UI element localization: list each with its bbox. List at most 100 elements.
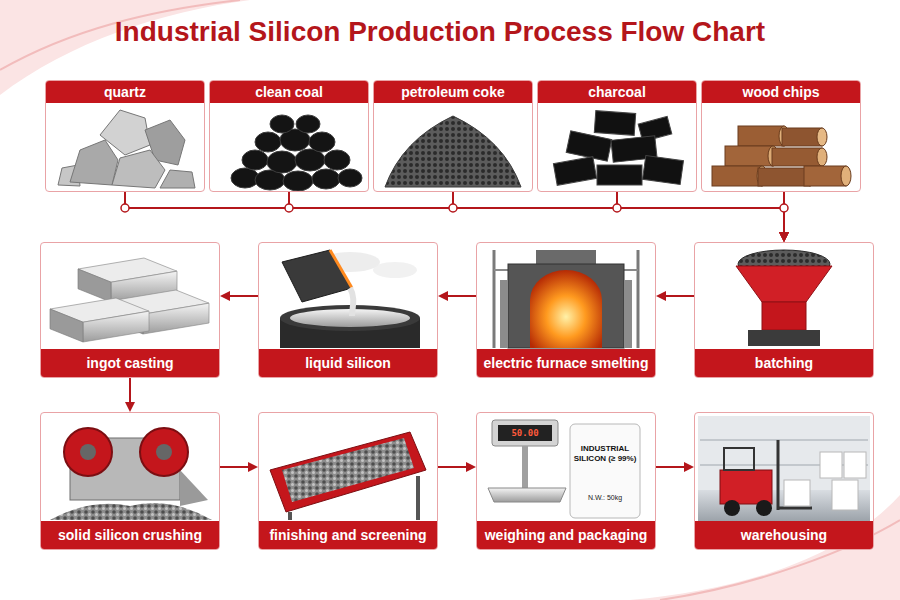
scale-picture xyxy=(488,420,640,518)
flow-arrow xyxy=(438,291,476,301)
arrow-head xyxy=(125,402,135,412)
flow-line xyxy=(664,295,694,297)
process-card: ingot casting xyxy=(40,242,220,378)
label-band: solid silicon crushing xyxy=(41,521,219,549)
hopper-picture xyxy=(748,330,820,346)
quartz-picture xyxy=(100,110,150,155)
furnace-picture xyxy=(536,250,596,264)
process-card: warehousing xyxy=(694,412,874,550)
flow-arrow xyxy=(438,462,476,472)
label-band: quartz xyxy=(46,81,204,103)
furnace-picture xyxy=(530,270,602,348)
flow-line xyxy=(656,466,686,468)
card-ground xyxy=(537,80,697,192)
charcoal-picture xyxy=(597,165,642,185)
label-band: ingot casting xyxy=(41,349,219,377)
crusher-picture xyxy=(180,470,208,506)
arrow-head xyxy=(779,232,789,242)
flow-arrow xyxy=(125,378,135,412)
label-band: petroleum coke xyxy=(374,81,532,103)
quartz-picture xyxy=(160,170,195,188)
quartz-picture xyxy=(70,140,118,185)
scale-picture xyxy=(570,424,640,518)
wood-picture xyxy=(712,166,762,186)
flow-line xyxy=(783,192,785,234)
crusher-picture xyxy=(80,444,96,460)
warehouse-picture xyxy=(698,416,870,522)
step-label: warehousing xyxy=(741,527,827,543)
wood-picture xyxy=(725,146,773,166)
coal-picture xyxy=(296,115,320,133)
background-swoosh xyxy=(660,520,900,600)
bag-print: INDUSTRIAL SILICON (≥ 99%) xyxy=(572,444,638,463)
card-ground xyxy=(40,412,220,550)
label-band: batching xyxy=(695,349,873,377)
step-label: liquid silicon xyxy=(305,355,391,371)
quartz-picture xyxy=(58,110,195,188)
wood-picture xyxy=(712,126,851,186)
warehouse-picture xyxy=(724,500,740,516)
bag-weight: N.W.: 50kg xyxy=(572,494,638,502)
label-band: warehousing xyxy=(695,521,873,549)
screen-picture xyxy=(282,438,414,502)
label-band: liquid silicon xyxy=(259,349,437,377)
label-band: weighing and packaging xyxy=(477,521,655,549)
flow-line xyxy=(453,192,784,234)
process-card: petroleum coke xyxy=(373,80,533,192)
warehouse-picture xyxy=(700,439,868,441)
coal-picture xyxy=(338,169,362,187)
warehouse-picture xyxy=(698,416,870,522)
label-band: clean coal xyxy=(210,81,368,103)
wood-picture xyxy=(817,128,827,146)
wood-picture xyxy=(841,166,851,186)
arrow-head xyxy=(248,462,258,472)
screen-picture xyxy=(416,476,420,520)
step-label: clean coal xyxy=(255,84,323,100)
furnace-picture xyxy=(493,250,496,348)
card-ground xyxy=(476,242,656,378)
coal-picture xyxy=(309,132,335,152)
coke-picture xyxy=(385,116,521,187)
label-band: finishing and screening xyxy=(259,521,437,549)
wood-picture xyxy=(772,148,822,166)
crusher-picture xyxy=(64,428,112,476)
arrow-head xyxy=(779,232,789,242)
hopper-picture xyxy=(736,266,832,302)
card-ground xyxy=(40,80,874,550)
warehouse-picture xyxy=(756,500,772,516)
ladle-picture xyxy=(373,262,417,278)
scale-picture xyxy=(522,446,528,488)
screen-picture xyxy=(288,512,292,520)
coal-picture xyxy=(267,151,297,173)
furnace-picture xyxy=(494,250,638,348)
hopper-picture xyxy=(736,250,832,346)
furnace-picture xyxy=(637,250,640,348)
warehouse-picture xyxy=(778,507,812,510)
process-card: batching xyxy=(694,242,874,378)
flow-line xyxy=(220,466,250,468)
coal-picture xyxy=(312,169,340,189)
card-ground xyxy=(258,242,438,378)
card-ground xyxy=(373,80,533,192)
arrow-head xyxy=(220,291,230,301)
coal-picture xyxy=(283,171,313,191)
crusher-picture xyxy=(50,503,212,520)
flow-arrow xyxy=(613,192,789,242)
coal-picture xyxy=(324,150,350,170)
scale-picture xyxy=(492,420,558,446)
flow-line xyxy=(446,295,476,297)
flow-line xyxy=(617,192,784,234)
flow-line xyxy=(438,466,468,468)
step-label: finishing and screening xyxy=(269,527,426,543)
warehouse-picture xyxy=(720,470,772,504)
arrow-head xyxy=(466,462,476,472)
warehouse-picture xyxy=(700,464,868,466)
warehouse-picture xyxy=(844,452,866,478)
card-ground xyxy=(40,242,220,378)
label-band: wood chips xyxy=(702,81,860,103)
card-ground xyxy=(476,412,656,550)
hopper-picture xyxy=(762,302,806,330)
charcoal-picture xyxy=(643,155,684,184)
